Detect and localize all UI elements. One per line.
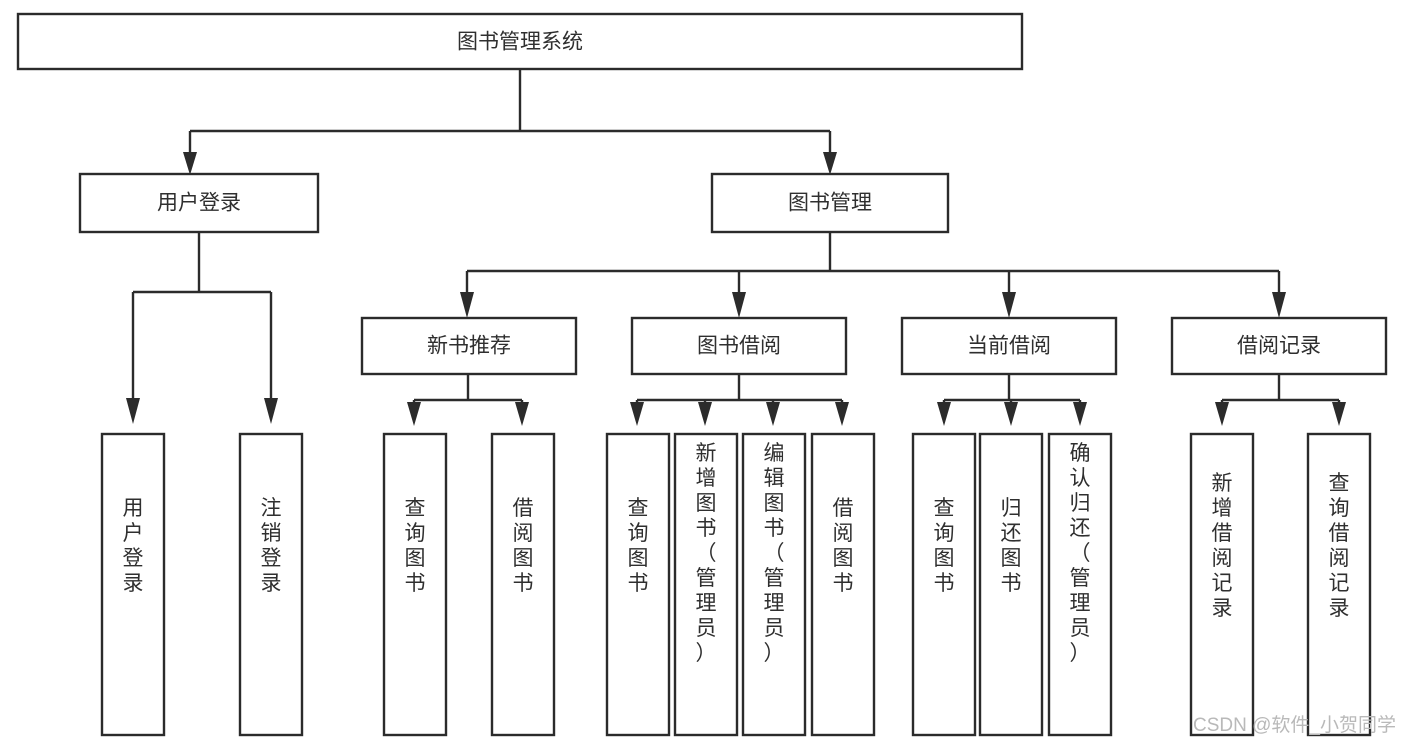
arrow-user-login-leaf-1 xyxy=(126,398,140,424)
leaf-new-book-recommend-1-box[interactable] xyxy=(382,432,448,737)
arrow-br-leaf-1 xyxy=(1215,402,1229,426)
leaf-book-borrow-1-box[interactable] xyxy=(605,432,671,737)
node-book-management[interactable]: 图书管理 xyxy=(710,172,950,234)
leaf-current-borrow-3[interactable]: 确认归还（管理员） xyxy=(1047,432,1113,737)
node-current-borrow-label: 当前借阅 xyxy=(967,335,1051,358)
leaf-current-borrow-2[interactable]: 归还图书 xyxy=(978,432,1044,737)
arrow-user-login-leaf-2 xyxy=(264,398,278,424)
arrow-to-current-borrow xyxy=(1002,292,1016,318)
node-root-box[interactable] xyxy=(16,12,1024,71)
leaf-new-book-recommend-1[interactable]: 查询图书 xyxy=(382,432,448,737)
arrow-to-new-book-recommend xyxy=(460,292,474,318)
watermark-text: CSDN @软件_小贺同学 xyxy=(1193,714,1396,736)
leaf-current-borrow-1-box[interactable] xyxy=(911,432,977,737)
arrow-root-to-user-login xyxy=(183,152,197,175)
arrow-nbr-leaf-1 xyxy=(407,402,421,426)
leaf-book-borrow-4[interactable]: 借阅图书 xyxy=(810,432,876,737)
leaf-user-login-2-label: 注销登录 xyxy=(261,497,282,595)
leaf-current-borrow-2-box[interactable] xyxy=(978,432,1044,737)
node-borrow-record-box[interactable] xyxy=(1170,316,1388,376)
leaf-book-borrow-1[interactable]: 查询图书 xyxy=(605,432,671,737)
leaf-user-login-1-box[interactable] xyxy=(100,432,166,737)
leaf-new-book-recommend-1-label: 查询图书 xyxy=(405,497,426,595)
leaf-user-login-1-label: 用户登录 xyxy=(123,497,144,595)
leaf-book-borrow-4-box[interactable] xyxy=(810,432,876,737)
node-book-borrow-label: 图书借阅 xyxy=(697,335,781,358)
arrow-bb-leaf-4 xyxy=(835,402,849,426)
node-new-book-recommend-label: 新书推荐 xyxy=(427,335,511,358)
leaf-book-borrow-2-box[interactable] xyxy=(673,432,739,737)
leaf-borrow-record-1-label: 新增借阅记录 xyxy=(1212,472,1233,620)
node-book-borrow[interactable]: 图书借阅 xyxy=(630,316,848,376)
node-book-borrow-box[interactable] xyxy=(630,316,848,376)
node-user-login[interactable]: 用户登录 xyxy=(78,172,320,234)
node-user-login-label: 用户登录 xyxy=(157,192,241,215)
arrow-root-to-book-mgmt xyxy=(823,152,837,175)
arrow-bb-leaf-3 xyxy=(766,402,780,426)
arrow-br-leaf-2 xyxy=(1332,402,1346,426)
node-root-system[interactable]: 图书管理系统 xyxy=(16,12,1024,71)
leaf-book-borrow-3-box[interactable] xyxy=(741,432,807,737)
leaf-user-login-2[interactable]: 注销登录 xyxy=(238,432,304,737)
node-user-login-box[interactable] xyxy=(78,172,320,234)
arrow-cb-leaf-2 xyxy=(1004,402,1018,426)
leaf-borrow-record-2[interactable]: 查询借阅记录 xyxy=(1306,432,1372,737)
connector-layer xyxy=(126,69,1346,426)
node-borrow-record-label: 借阅记录 xyxy=(1237,335,1321,358)
node-current-borrow-box[interactable] xyxy=(900,316,1118,376)
node-root-label: 图书管理系统 xyxy=(457,31,583,54)
arrow-to-book-borrow xyxy=(732,292,746,318)
node-new-book-recommend[interactable]: 新书推荐 xyxy=(360,316,578,376)
node-current-borrow[interactable]: 当前借阅 xyxy=(900,316,1118,376)
leaf-borrow-record-2-box[interactable] xyxy=(1306,432,1372,737)
leaf-new-book-recommend-2-label: 借阅图书 xyxy=(513,497,534,595)
arrow-bb-leaf-1 xyxy=(630,402,644,426)
arrow-bb-leaf-2 xyxy=(698,402,712,426)
node-new-book-recommend-box[interactable] xyxy=(360,316,578,376)
leaf-current-borrow-1-label: 查询图书 xyxy=(934,497,955,595)
leaf-book-borrow-2[interactable]: 新增图书（管理员） xyxy=(673,432,739,737)
leaf-user-login-2-box[interactable] xyxy=(238,432,304,737)
leaf-current-borrow-2-label: 归还图书 xyxy=(1001,497,1022,595)
leaf-borrow-record-1[interactable]: 新增借阅记录 xyxy=(1189,432,1255,737)
leaf-current-borrow-3-label: 确认归还（管理员） xyxy=(1070,442,1091,665)
leaf-user-login-1[interactable]: 用户登录 xyxy=(100,432,166,737)
leaf-new-book-recommend-2-box[interactable] xyxy=(490,432,556,737)
arrow-nbr-leaf-2 xyxy=(515,402,529,426)
leaf-current-borrow-3-box[interactable] xyxy=(1047,432,1113,737)
leaf-new-book-recommend-2[interactable]: 借阅图书 xyxy=(490,432,556,737)
leaf-book-borrow-3[interactable]: 编辑图书（管理员） xyxy=(741,432,807,737)
leaf-current-borrow-1[interactable]: 查询图书 xyxy=(911,432,977,737)
leaf-borrow-record-1-box[interactable] xyxy=(1189,432,1255,737)
leaf-book-borrow-4-label: 借阅图书 xyxy=(833,497,854,595)
node-borrow-record[interactable]: 借阅记录 xyxy=(1170,316,1388,376)
node-book-management-box[interactable] xyxy=(710,172,950,234)
leaf-book-borrow-1-label: 查询图书 xyxy=(628,497,649,595)
leaf-book-borrow-3-label: 编辑图书（管理员） xyxy=(764,442,785,665)
arrow-cb-leaf-1 xyxy=(937,402,951,426)
leaf-borrow-record-2-label: 查询借阅记录 xyxy=(1329,472,1350,620)
node-book-management-label: 图书管理 xyxy=(788,192,872,215)
leaf-book-borrow-2-label: 新增图书（管理员） xyxy=(696,442,717,665)
arrow-cb-leaf-3 xyxy=(1073,402,1087,426)
arrow-to-borrow-record xyxy=(1272,292,1286,318)
